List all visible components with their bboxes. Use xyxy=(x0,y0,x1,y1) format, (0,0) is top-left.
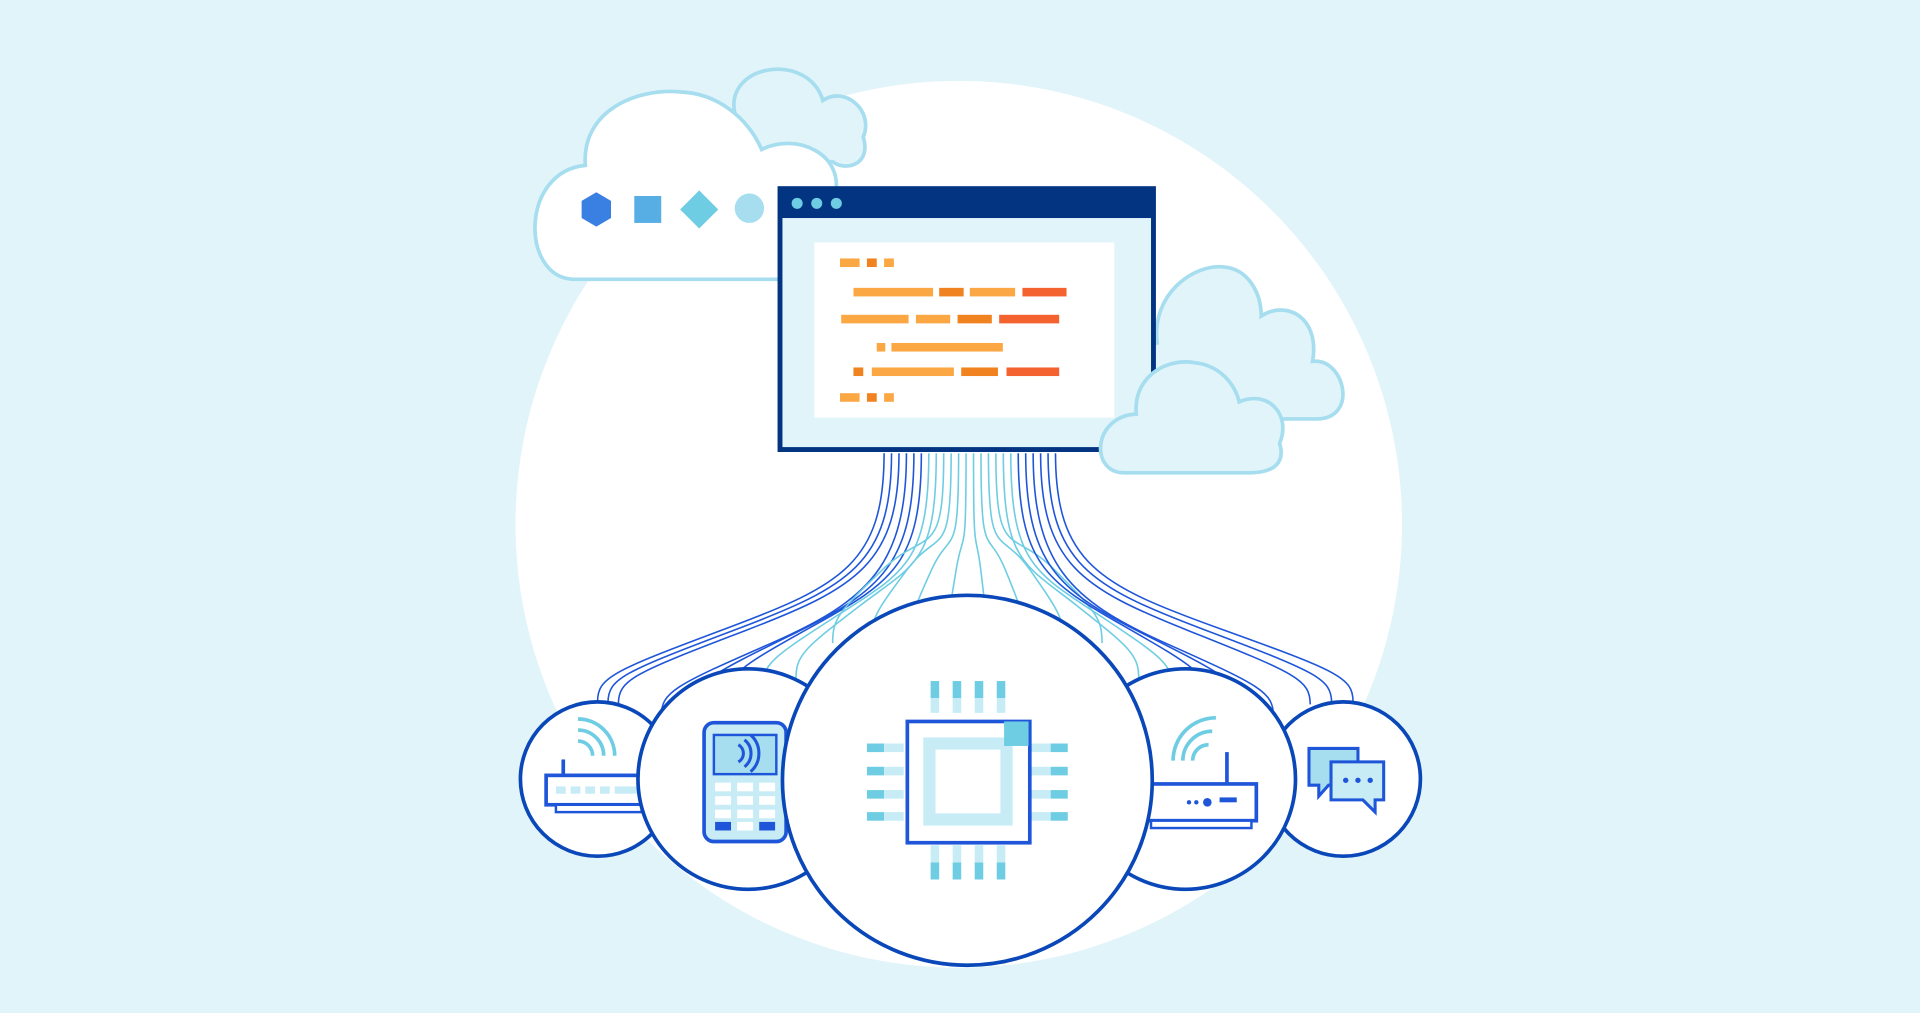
smartphone-icon xyxy=(702,720,788,844)
circle-icon xyxy=(734,193,765,223)
connection-line xyxy=(831,453,945,644)
code-lines xyxy=(840,258,1067,402)
connection-line xyxy=(1032,453,1275,717)
hexagon-icon xyxy=(581,192,612,227)
window-dot-icon xyxy=(830,197,842,209)
cpu-node xyxy=(780,593,1155,968)
wifi-router-icon xyxy=(1139,715,1259,830)
router-node xyxy=(518,700,677,859)
connection-line xyxy=(995,453,1103,644)
code-panel xyxy=(814,242,1115,418)
connection-line xyxy=(761,453,930,690)
browser-window-icon xyxy=(777,186,1156,452)
square-icon xyxy=(634,195,662,223)
connection-line xyxy=(1047,453,1333,704)
cloud-back-top xyxy=(732,67,868,168)
chat-bubbles-icon xyxy=(1307,746,1386,816)
connection-line xyxy=(1002,453,1140,680)
connection-line xyxy=(1009,453,1174,690)
cloud-left xyxy=(533,89,857,282)
window-dot-icon xyxy=(791,197,803,209)
chat-node xyxy=(1264,700,1423,859)
connection-line xyxy=(607,453,893,704)
connection-line xyxy=(1039,453,1311,705)
cpu-chip-icon xyxy=(866,681,1068,880)
connection-line xyxy=(1054,453,1354,702)
connection-line xyxy=(596,453,885,702)
connection-line xyxy=(617,453,900,705)
window-dot-icon xyxy=(811,197,823,209)
connection-line xyxy=(795,453,938,680)
cloud-right-front xyxy=(1098,360,1285,475)
router-icon xyxy=(544,717,644,814)
